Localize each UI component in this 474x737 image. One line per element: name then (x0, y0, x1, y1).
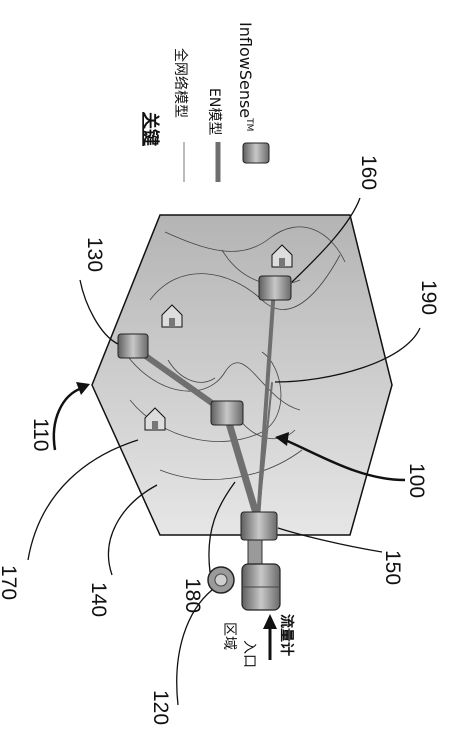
zone-inlet-label-line1: 区域 (221, 622, 237, 650)
legend-title: 关键 (140, 112, 161, 146)
home-icon (144, 407, 166, 431)
legend-en-model-label: EN模型 (206, 88, 222, 135)
en-model-pipes (130, 286, 276, 524)
leader-140 (107, 484, 158, 576)
flow-meter (207, 563, 281, 611)
zone-inlet-label-line2: 入口 (241, 640, 257, 668)
network-pointer-100 (275, 432, 406, 482)
flow-meter-label: 流量计 (278, 614, 295, 656)
pipe-150-to-140 (222, 409, 262, 524)
ref-100: 100 (405, 463, 428, 498)
ref-140: 140 (87, 582, 110, 617)
trademark-text: TM (244, 117, 254, 131)
leader-lines (27, 197, 421, 706)
ref-150: 150 (381, 550, 404, 585)
ref-160: 160 (357, 155, 380, 190)
ref-170: 170 (0, 565, 20, 600)
inflowsense-device-160 (258, 275, 292, 301)
leader-190 (274, 327, 421, 383)
inlet-arrow (263, 614, 277, 660)
pipe-140-to-130 (130, 344, 229, 416)
ref-110: 110 (29, 418, 52, 451)
ref-190: 190 (417, 280, 440, 315)
inlet-pipe (247, 539, 263, 565)
inflowsense-device-130 (117, 333, 149, 359)
inflowsense-device-140 (210, 400, 244, 426)
ref-130: 130 (83, 237, 106, 272)
legend: 关键 全网络模型 EN模型 InflowSenseTM (140, 22, 270, 182)
leader-170 (27, 439, 139, 561)
home-icon (161, 304, 183, 328)
legend-inflowsense-icon (242, 142, 270, 164)
home-icon (271, 244, 293, 268)
pipe-150-to-160 (256, 286, 276, 522)
leader-160 (291, 197, 361, 283)
inflowsense-text: InflowSense (236, 22, 255, 118)
network-region-hexagon (91, 214, 393, 536)
leader-130 (79, 279, 119, 345)
inflowsense-device-150 (240, 511, 278, 541)
ref-180: 180 (181, 578, 204, 613)
region-pointer-110 (52, 382, 90, 451)
leader-180 (208, 481, 236, 573)
leader-120 (176, 589, 213, 706)
legend-inflowsense-label: InflowSenseTM (236, 22, 255, 131)
leader-150 (277, 527, 383, 553)
ref-120: 120 (149, 690, 172, 725)
pipe-150-to-190 (257, 382, 273, 521)
legend-full-network-label: 全网络模型 (172, 48, 189, 118)
